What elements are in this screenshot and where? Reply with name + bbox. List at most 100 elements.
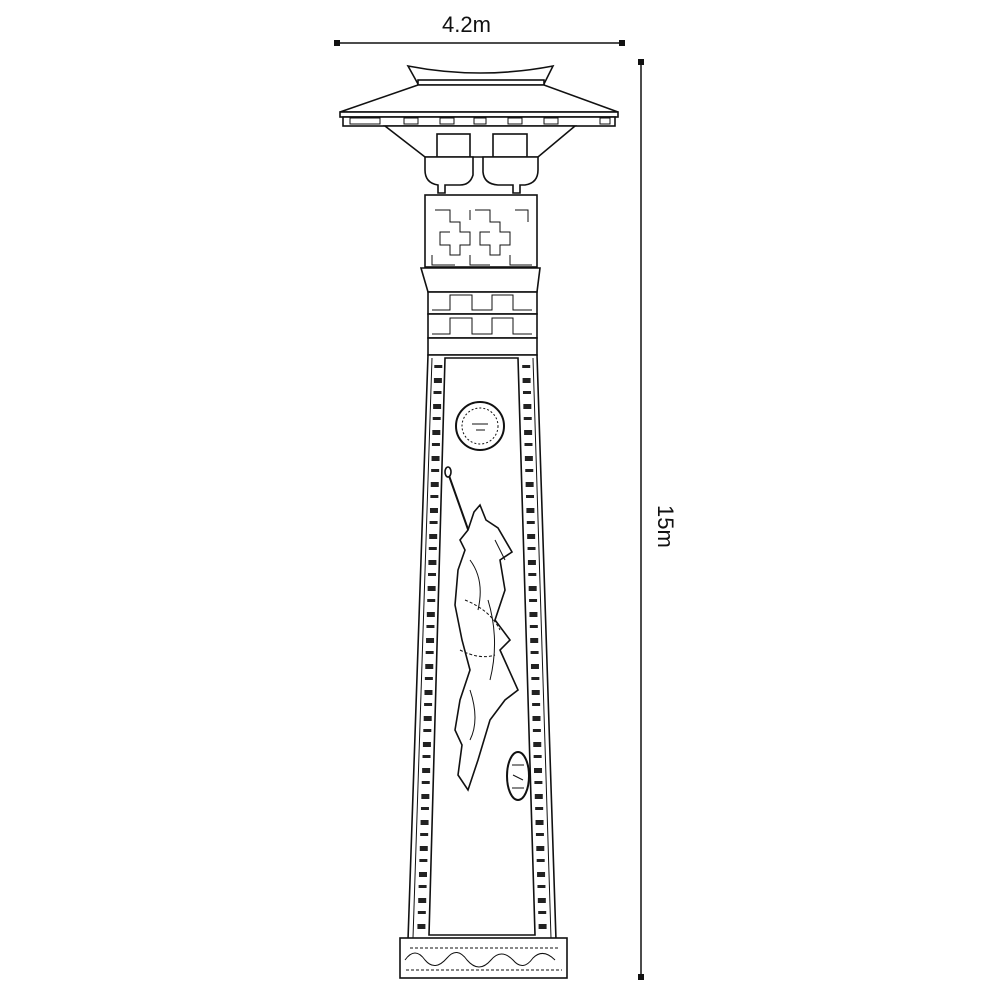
bead-right (535, 833, 544, 836)
bead-right (524, 456, 533, 461)
top-medallion (455, 401, 505, 451)
bead-right (530, 664, 539, 669)
bead-right (535, 807, 544, 810)
width-label: 4.2m (442, 12, 491, 37)
bead-right (535, 820, 544, 825)
bead-right (526, 495, 535, 498)
bead-right (531, 677, 540, 680)
bead-right (524, 443, 533, 446)
bead-left (421, 781, 430, 784)
bead-right (522, 365, 531, 368)
bead-left (432, 417, 441, 420)
bead-right (530, 651, 539, 654)
bead-left (423, 729, 432, 732)
bead-left (418, 898, 427, 903)
bead-left (425, 651, 434, 654)
bead-right (532, 716, 541, 721)
bead-left (430, 482, 439, 487)
height-label: 15m (653, 505, 678, 548)
bead-right (536, 859, 545, 862)
bead-left (429, 534, 438, 539)
bead-right (524, 430, 533, 435)
bead-left (434, 365, 443, 368)
bead-right (527, 534, 536, 539)
warrior-relief (444, 466, 519, 792)
bead-left (426, 612, 435, 617)
bead-right (538, 924, 547, 929)
bead-left (430, 495, 439, 498)
bead-right (533, 742, 542, 747)
bead-left (431, 443, 440, 446)
bead-right (522, 391, 531, 394)
bead-left (421, 794, 430, 799)
bead-right (523, 404, 532, 409)
roof (339, 64, 619, 158)
bead-left (424, 677, 433, 680)
bead-left (429, 508, 438, 513)
bead-left (428, 560, 437, 565)
bead-right (525, 482, 534, 487)
bead-left (420, 807, 429, 810)
tiers (419, 267, 541, 356)
bead-left (419, 846, 428, 851)
bead-left (427, 599, 436, 602)
bead-right (522, 378, 531, 383)
bead-left (426, 625, 435, 628)
bead-right (531, 690, 540, 695)
bead-left (423, 716, 432, 721)
base (399, 937, 568, 979)
bead-left (418, 872, 427, 877)
bead-right (529, 599, 538, 602)
bead-right (530, 638, 539, 643)
bead-right (538, 911, 547, 914)
bead-left (424, 690, 433, 695)
bead-left (431, 456, 440, 461)
bead-left (420, 820, 429, 825)
bead-left (433, 391, 442, 394)
bead-right (526, 508, 535, 513)
bead-right (526, 521, 535, 524)
bead-left (433, 378, 442, 383)
seal-medallion (506, 751, 530, 801)
bead-left (422, 755, 431, 758)
bead-left (425, 664, 434, 669)
bead-left (417, 924, 426, 929)
height-dimension-line (638, 59, 644, 980)
bead-right (528, 573, 537, 576)
bead-left (432, 430, 441, 435)
lattice-block (424, 194, 538, 268)
bead-right (527, 547, 536, 550)
bead-left (429, 521, 438, 524)
bead-left (417, 911, 426, 914)
bead-right (528, 586, 537, 591)
width-dimension-line (334, 40, 625, 46)
bead-right (537, 872, 546, 877)
bead-left (422, 742, 431, 747)
bead-right (529, 625, 538, 628)
bead-left (426, 638, 435, 643)
bead-right (523, 417, 532, 420)
bead-ornaments (417, 365, 547, 929)
bead-right (536, 846, 545, 851)
bead-left (433, 404, 442, 409)
bead-right (532, 703, 541, 706)
bead-left (424, 703, 433, 706)
bead-right (533, 755, 542, 758)
bead-left (420, 833, 429, 836)
bead-right (532, 729, 541, 732)
bead-left (428, 573, 437, 576)
bead-left (422, 768, 431, 773)
bead-right (527, 560, 536, 565)
bead-left (427, 586, 436, 591)
bead-right (534, 768, 543, 773)
bead-left (419, 859, 428, 862)
bead-right (537, 898, 546, 903)
bead-left (418, 885, 427, 888)
bead-right (537, 885, 546, 888)
bead-right (525, 469, 534, 472)
bead-right (529, 612, 538, 617)
bead-right (534, 794, 543, 799)
bead-left (431, 469, 440, 472)
brackets (424, 156, 539, 194)
